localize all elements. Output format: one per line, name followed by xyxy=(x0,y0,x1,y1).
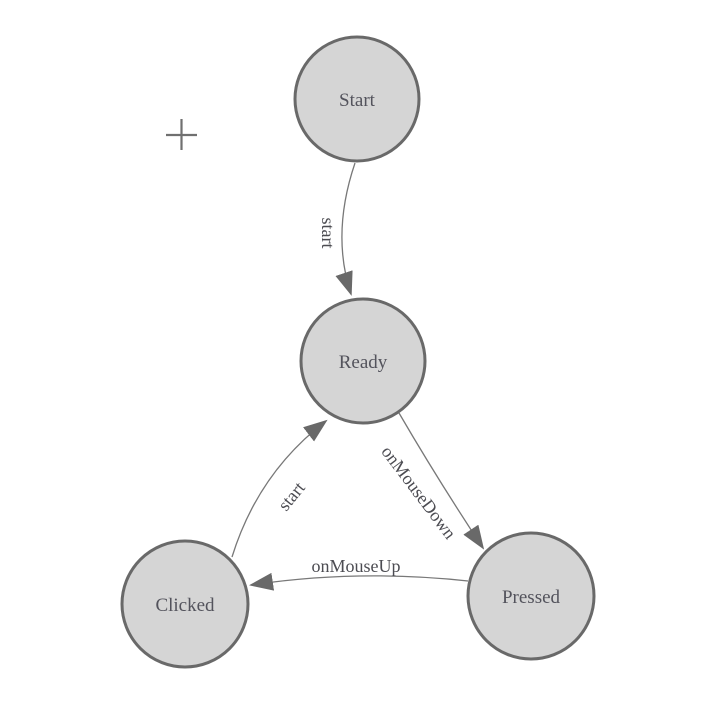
state-node-circle-start[interactable] xyxy=(293,35,421,163)
state-node-label-ready: Ready xyxy=(339,352,388,373)
state-node-label-clicked: Clicked xyxy=(155,595,215,616)
edge-ready-to-pressed[interactable]: onMouseDown xyxy=(377,412,485,550)
edge-label-start-2: start xyxy=(274,478,309,515)
state-node-clicked[interactable]: Clicked xyxy=(120,539,250,669)
edge-path-start-ready[interactable] xyxy=(335,162,356,296)
state-node-label-pressed: Pressed xyxy=(502,587,561,608)
state-node-pressed[interactable]: Pressed xyxy=(466,531,596,661)
state-node-start[interactable]: Start xyxy=(293,35,421,163)
state-node-circle-clicked[interactable] xyxy=(120,539,250,669)
plus-crosshair-icon xyxy=(166,119,197,150)
state-node-circle-pressed[interactable] xyxy=(466,531,596,661)
edge-start-to-ready[interactable]: start xyxy=(318,162,356,296)
state-node-circle-ready[interactable] xyxy=(299,297,427,425)
state-node-ready[interactable]: Ready xyxy=(299,297,427,425)
edge-path-pressed-clicked[interactable] xyxy=(249,572,469,591)
edge-label-start-1: start xyxy=(318,218,338,249)
edge-label-onmouseup: onMouseUp xyxy=(312,556,401,576)
edge-pressed-to-clicked[interactable]: onMouseUp xyxy=(249,556,469,591)
edge-path-clicked-ready[interactable] xyxy=(231,419,328,558)
edge-path-ready-pressed[interactable] xyxy=(398,412,485,550)
edge-clicked-to-ready[interactable]: start xyxy=(231,419,328,558)
state-node-label-start: Start xyxy=(339,90,376,111)
